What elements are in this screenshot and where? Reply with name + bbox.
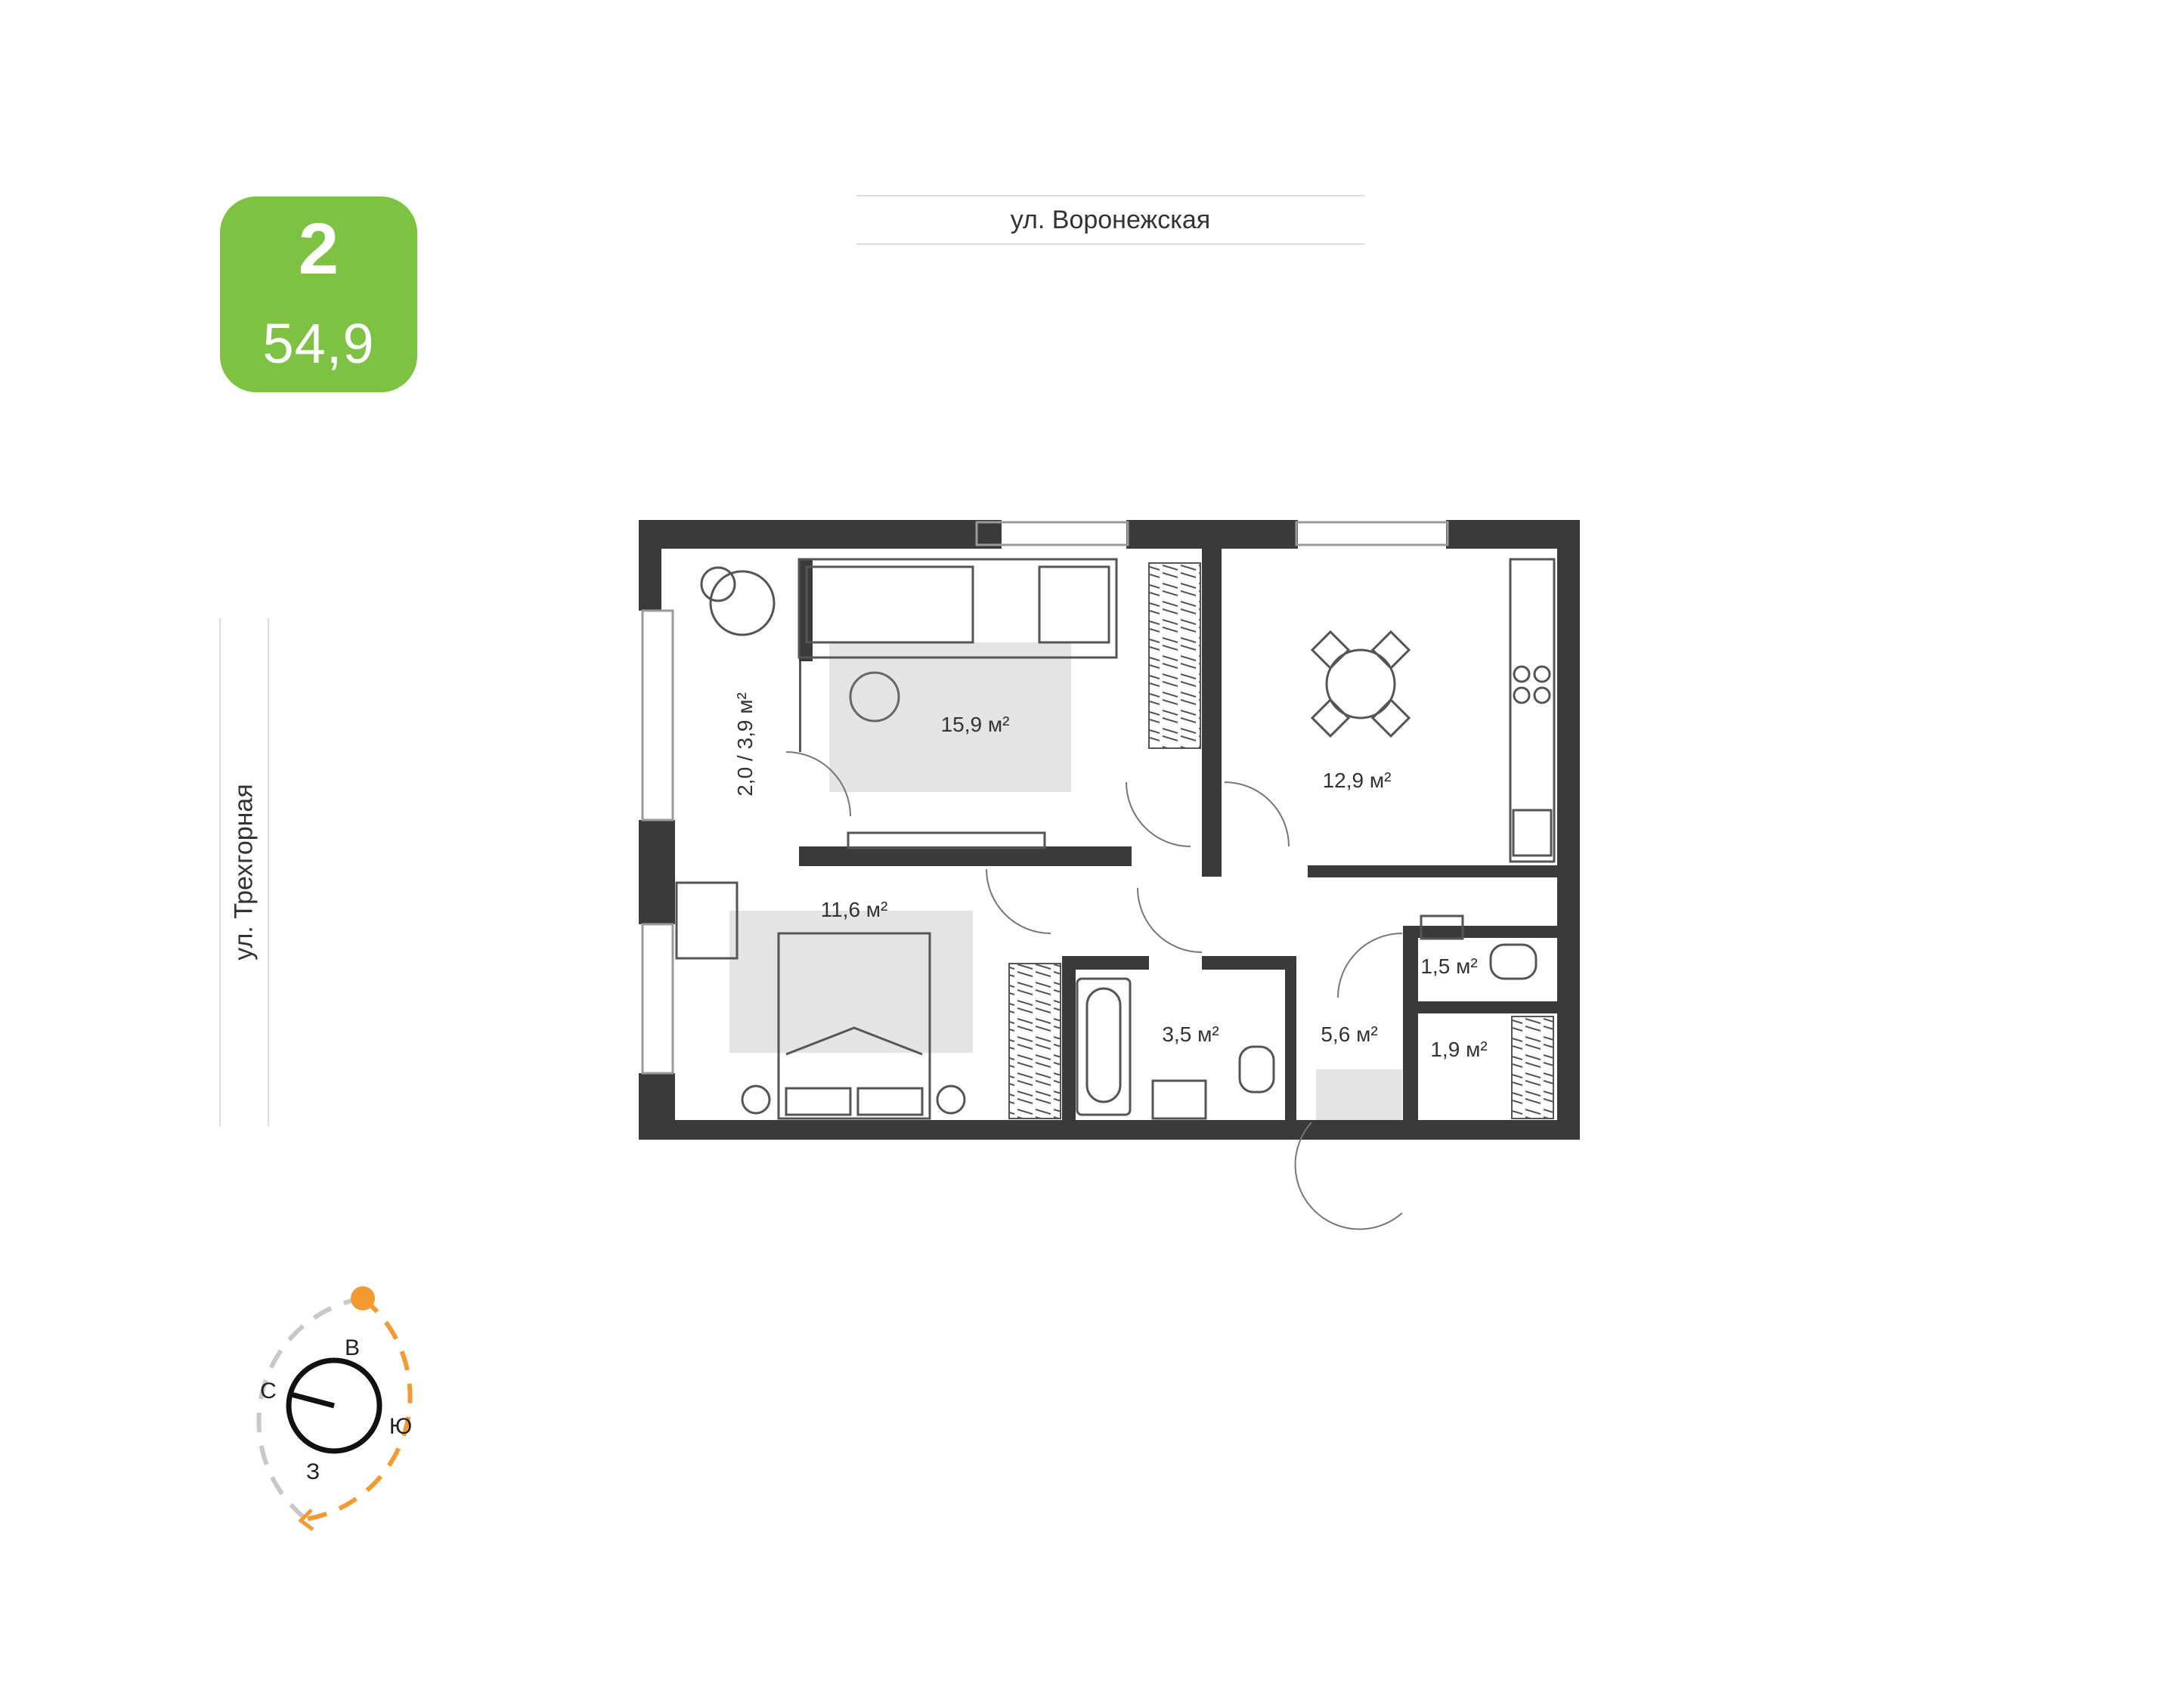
street-name-top: ул. Воронежская <box>1010 206 1211 234</box>
sun-icon <box>351 1286 375 1310</box>
storage-shelving <box>1511 1016 1554 1119</box>
bedroom-rug <box>729 911 973 1053</box>
bathroom-sink <box>1151 1079 1207 1120</box>
nightstand-right <box>936 1085 966 1115</box>
street-label-top: ул. Воронежская <box>856 195 1364 245</box>
room-area-balcony: 2,0 / 3,9 м² <box>733 692 757 797</box>
bathroom-toilet <box>1238 1045 1275 1094</box>
kitchen-counter <box>1509 558 1556 863</box>
living-rug <box>829 642 1071 792</box>
bedroom-wardrobe <box>1008 963 1061 1119</box>
bedroom-desk <box>675 881 739 960</box>
street-label-left: ул. Трехгорная <box>219 618 269 1126</box>
room-area-living: 15,9 м² <box>941 713 1010 736</box>
sofa <box>797 558 1118 659</box>
sun-path-orange <box>305 1296 413 1521</box>
compass-west: З <box>306 1459 320 1484</box>
room-area-hall: 5,6 м² <box>1321 1023 1377 1046</box>
room-count: 2 <box>298 209 339 289</box>
dining-table <box>1310 630 1411 738</box>
room-area-bedroom: 11,6 м² <box>821 898 888 921</box>
windows <box>641 521 1449 1075</box>
compass: С В Ю З <box>256 1286 413 1531</box>
total-area: 54,9 <box>262 312 375 375</box>
balcony-glazing <box>799 661 801 752</box>
sun-path-arrow <box>298 1508 314 1531</box>
wc-toilet <box>1489 943 1538 980</box>
room-area-kitchen: 12,9 м² <box>1323 769 1392 792</box>
room-area-bathroom: 3,5 м² <box>1162 1023 1219 1046</box>
bathtub <box>1076 977 1132 1116</box>
doors <box>785 751 1403 1230</box>
coffee-table <box>849 671 900 722</box>
apartment-badge: 2 54,9 <box>220 196 417 392</box>
walls <box>639 520 1580 1140</box>
wc-sink <box>1420 914 1464 940</box>
room-area-toilet: 1,5 м² <box>1420 955 1477 978</box>
compass-east: В <box>345 1335 360 1360</box>
compass-south: Ю <box>389 1414 412 1439</box>
living-wardrobe <box>1148 562 1201 749</box>
armchair <box>700 566 776 636</box>
compass-needle <box>290 1391 335 1409</box>
tv-stand <box>847 831 1046 849</box>
sun-path-gray <box>256 1296 364 1521</box>
hall-mat <box>1316 1069 1402 1122</box>
room-area-storage: 1,9 м² <box>1430 1038 1487 1061</box>
compass-north: С <box>260 1378 277 1403</box>
nightstand-left <box>741 1085 771 1115</box>
double-bed <box>777 932 931 1120</box>
